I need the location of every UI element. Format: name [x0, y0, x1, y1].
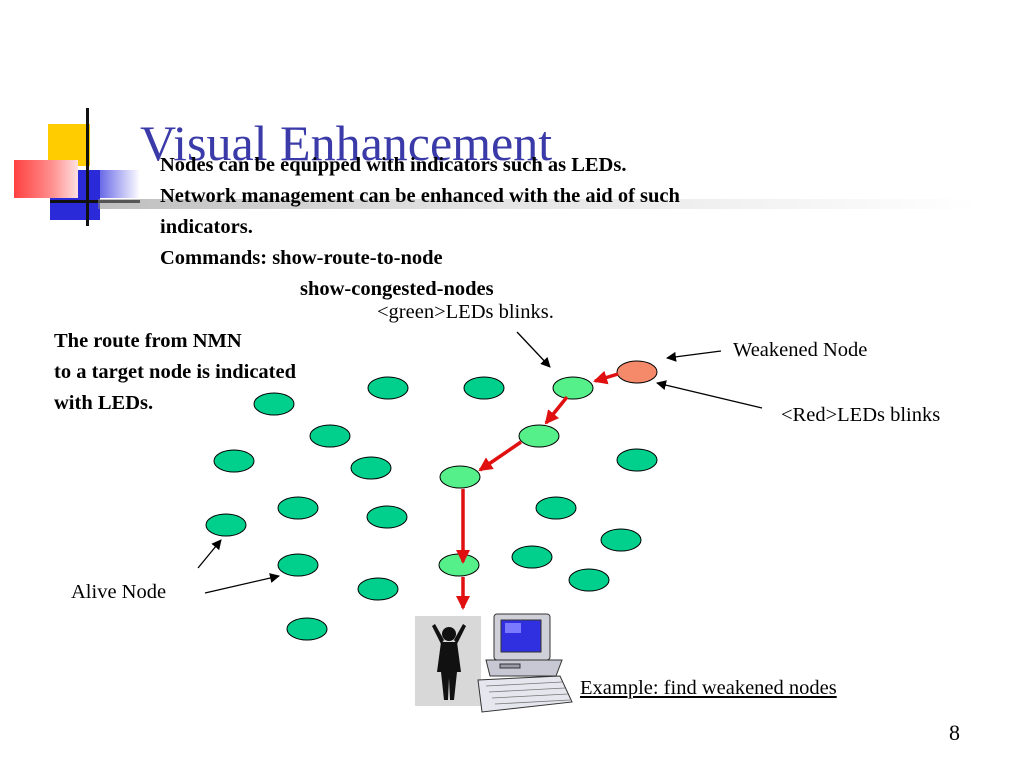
- bullet-text: Nodes can be equipped with indicators su…: [160, 150, 840, 305]
- weakened-node-label: Weakened Node: [733, 339, 868, 361]
- pointer-arrows: [197, 331, 763, 594]
- alive-node: [511, 545, 553, 569]
- alive-node: [253, 392, 295, 416]
- route-description: The route from NMN to a target node is i…: [54, 326, 296, 419]
- alive-node: [568, 568, 610, 592]
- person-and-computer-icon: [415, 613, 573, 713]
- bullet-line: show-congested-nodes: [300, 278, 494, 300]
- route-node: [518, 424, 560, 448]
- alive-node: [600, 528, 642, 552]
- alive-node: [367, 376, 409, 400]
- bullet-line: Commands: show-route-to-node: [160, 247, 443, 269]
- bullet-line: indicators.: [160, 216, 253, 238]
- alive-node: [277, 496, 319, 520]
- bullet-line: Nodes can be equipped with indicators su…: [160, 154, 627, 176]
- alive-node: [535, 496, 577, 520]
- route-nodes: [438, 376, 594, 577]
- pointer-arrow: [204, 573, 280, 594]
- alive-node: [366, 505, 408, 529]
- alive-node: [616, 448, 658, 472]
- route-arrow: [544, 395, 569, 425]
- title-rule: [98, 199, 978, 209]
- weakened-node: [616, 360, 658, 384]
- route-description-line: with LEDs.: [54, 392, 154, 414]
- alive-node-label: Alive Node: [71, 581, 167, 603]
- route-node: [439, 465, 481, 489]
- pointer-arrow: [197, 539, 222, 569]
- route-description-line: to a target node is indicated: [54, 361, 296, 383]
- route-description-line: The route from NMN: [54, 330, 242, 352]
- pointer-arrow: [656, 380, 763, 409]
- slide-title: Visual Enhancement: [140, 115, 553, 171]
- bullet-line: Network management can be enhanced with …: [160, 185, 680, 207]
- red-leds-label: <Red>LEDs blinks: [781, 404, 941, 426]
- alive-node: [277, 553, 319, 577]
- alive-node: [357, 577, 399, 601]
- pointer-arrow: [666, 350, 722, 362]
- pointer-arrow: [516, 331, 551, 368]
- alive-node: [205, 513, 247, 537]
- route-arrow: [478, 440, 522, 472]
- alive-node: [350, 456, 392, 480]
- example-caption: Example: find weakened nodes: [580, 677, 837, 699]
- page-number: 8: [949, 720, 960, 745]
- alive-node: [286, 617, 328, 641]
- alive-node: [309, 424, 351, 448]
- square-collage-icon: [10, 108, 140, 228]
- route-arrow: [593, 370, 619, 385]
- route-node: [552, 376, 594, 400]
- alive-node: [213, 449, 255, 473]
- alive-nodes: [205, 376, 658, 641]
- green-leds-label: <green>LEDs blinks.: [377, 301, 554, 323]
- route-node: [438, 553, 480, 577]
- alive-node: [463, 376, 505, 400]
- route-arrows: [456, 370, 619, 610]
